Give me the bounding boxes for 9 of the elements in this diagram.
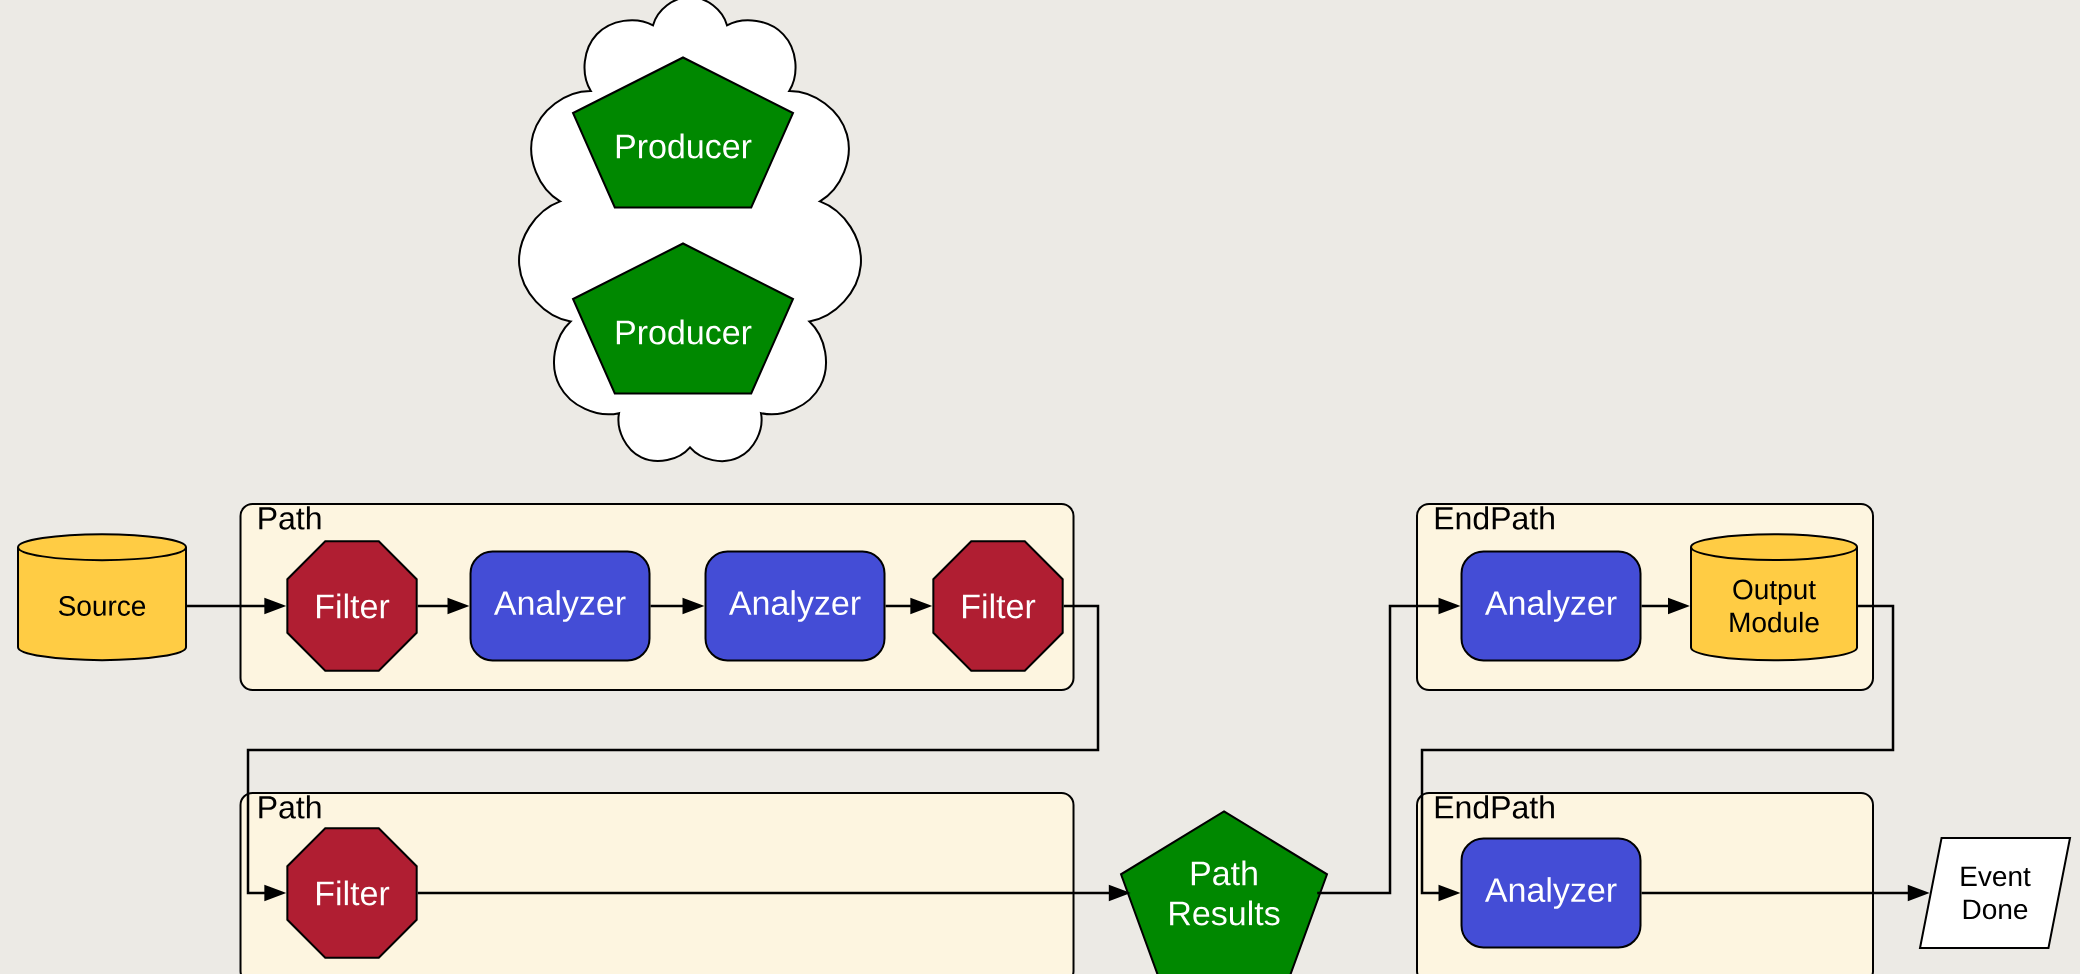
rounded-box: Analyzer: [469, 550, 651, 662]
rounded-box: Analyzer: [1460, 550, 1642, 662]
octagon: Filter: [932, 540, 1064, 672]
rounded-box: Analyzer: [704, 550, 886, 662]
cylinder: Source: [17, 533, 187, 662]
rounded-box: Analyzer: [1460, 837, 1642, 949]
octagon: Filter: [286, 540, 418, 672]
cylinder: Output Module: [1690, 533, 1858, 662]
octagon: Filter: [286, 827, 418, 959]
